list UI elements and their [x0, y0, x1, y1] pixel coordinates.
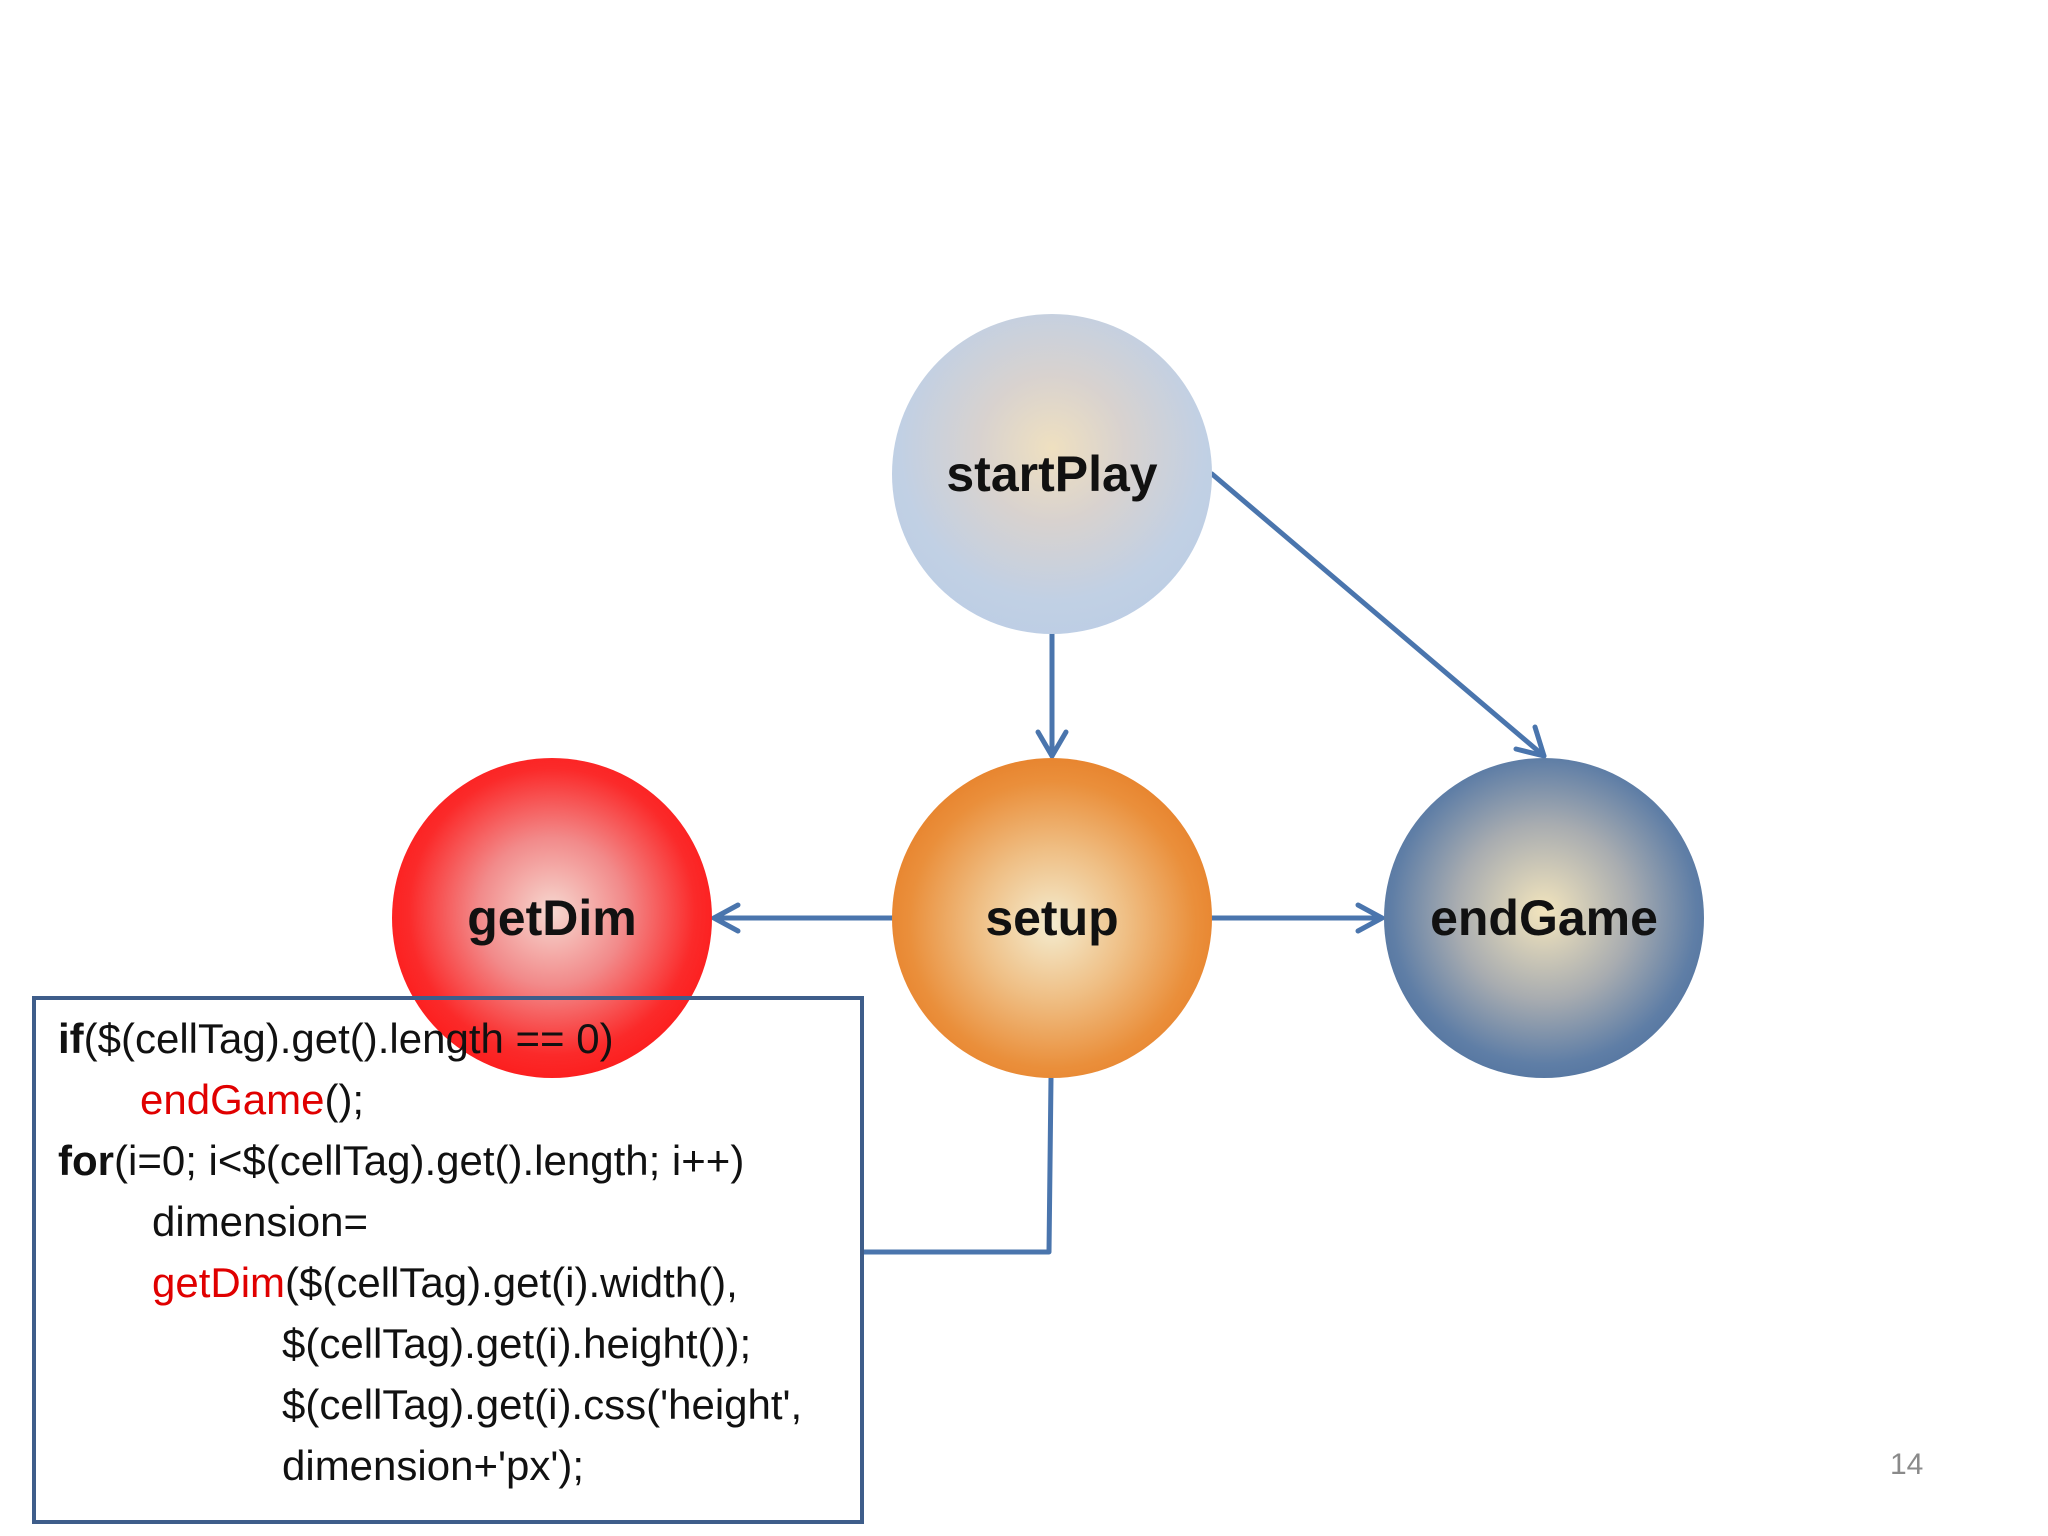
- code-call-endgame: endGame: [140, 1076, 325, 1123]
- page-number: 14: [1890, 1448, 1924, 1481]
- code-line-7: $(cellTag).get(i).css('height',: [58, 1374, 860, 1435]
- node-startplay-label: startPlay: [946, 446, 1158, 502]
- code-keyword-for: for: [58, 1137, 114, 1184]
- arrow-startplay-to-setup: [1035, 631, 1069, 759]
- arrow-startplay-to-endgame: [1209, 471, 1547, 759]
- node-getdim-label: getDim: [467, 890, 637, 946]
- code-text: $(cellTag).get(i).height());: [282, 1320, 752, 1367]
- code-box: if($(cellTag).get().length == 0) endGame…: [32, 996, 864, 1524]
- node-getdim: getDim: [392, 758, 712, 1078]
- node-endgame-label: endGame: [1430, 890, 1658, 946]
- code-keyword-if: if: [58, 1015, 84, 1062]
- code-text: ($(cellTag).get().length == 0): [83, 1015, 614, 1062]
- connector-setup-to-codebox: [861, 1075, 1054, 1255]
- code-line-3: for(i=0; i<$(cellTag).get().length; i++): [58, 1130, 860, 1191]
- code-line-8: dimension+'px');: [58, 1435, 860, 1496]
- node-startplay: startPlay: [892, 314, 1212, 634]
- arrow-setup-to-endgame: [1209, 902, 1385, 934]
- arrow-setup-to-getdim: [711, 902, 895, 934]
- node-setup: setup: [892, 758, 1212, 1078]
- code-line-5: getDim($(cellTag).get(i).width(),: [58, 1252, 860, 1313]
- code-line-2: endGame();: [58, 1069, 860, 1130]
- code-text: ();: [324, 1076, 365, 1123]
- code-text: dimension=: [152, 1198, 368, 1245]
- code-text: $(cellTag).get(i).css('height',: [282, 1381, 803, 1428]
- code-call-getdim: getDim: [152, 1259, 286, 1306]
- node-endgame: endGame: [1384, 758, 1704, 1078]
- code-line-6: $(cellTag).get(i).height());: [58, 1313, 860, 1374]
- code-text: ($(cellTag).get(i).width(),: [285, 1259, 738, 1306]
- code-text: (i=0; i<$(cellTag).get().length; i++): [114, 1137, 745, 1184]
- code-text: dimension+'px');: [282, 1442, 585, 1489]
- node-setup-label: setup: [985, 890, 1119, 946]
- code-line-1: if($(cellTag).get().length == 0): [58, 1008, 860, 1069]
- code-line-4: dimension=: [58, 1191, 860, 1252]
